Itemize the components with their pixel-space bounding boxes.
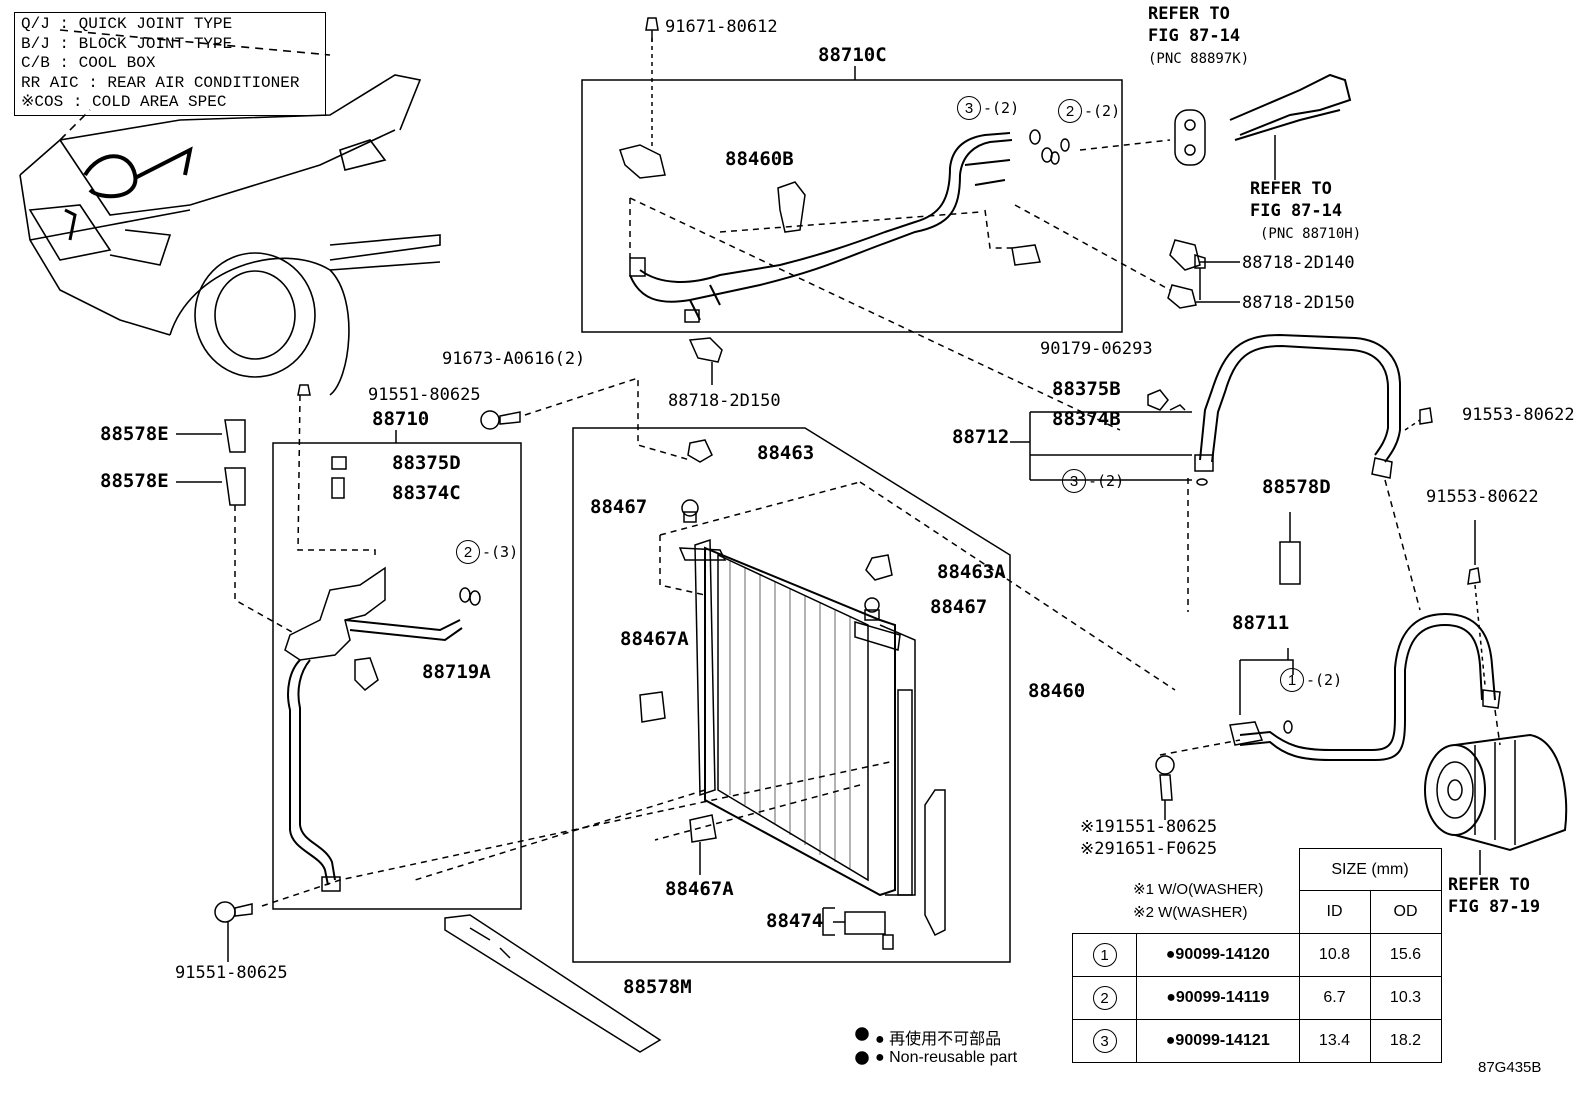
- row-od: 15.6: [1369, 933, 1442, 977]
- box-88710C: [581, 79, 1123, 333]
- part-label-88710[interactable]: 88710: [372, 408, 430, 430]
- row-key: 1: [1092, 943, 1117, 967]
- part-label-90179-06293[interactable]: 90179-06293: [1040, 339, 1153, 359]
- row-id: 13.4: [1298, 1019, 1371, 1063]
- part-label-88718-2D140[interactable]: 88718-2D140: [1242, 253, 1355, 273]
- part-label-88463A[interactable]: 88463A: [937, 561, 1006, 583]
- col-id-header: ID: [1298, 890, 1371, 934]
- table-row: 3 ●90099-14121 13.4 18.2: [1072, 1019, 1442, 1063]
- part-label-91551-80625[interactable]: 91551-80625: [368, 385, 481, 405]
- part-label-91673-A0616[interactable]: 91673-A0616(2): [442, 349, 586, 369]
- washer-note-2: ※2 W(WASHER): [1133, 904, 1248, 921]
- washer-size-table: SIZE (mm) ID OD 1 ●90099-14120 10.8 15.6…: [1072, 848, 1442, 1063]
- washer-qty: -(2): [1084, 102, 1121, 120]
- refer-label-1a: REFER TO: [1148, 4, 1230, 24]
- part-label-88718-2D150[interactable]: 88718-2D150: [668, 391, 781, 411]
- part-label-88719A[interactable]: 88719A: [422, 661, 491, 683]
- bolt-label-wo-washer[interactable]: ※191551-80625: [1080, 817, 1218, 837]
- table-row: 2 ●90099-14119 6.7 10.3: [1072, 976, 1442, 1020]
- washer-callout-1: 1: [1280, 668, 1304, 692]
- legend-bj: B/J : BLOCK JOINT TYPE: [21, 34, 233, 53]
- row-id: 10.8: [1298, 933, 1371, 977]
- col-od-header: OD: [1369, 890, 1442, 934]
- washer-callout-2: 2: [456, 540, 480, 564]
- part-label-88710C[interactable]: 88710C: [818, 44, 887, 66]
- part-label-88712[interactable]: 88712: [952, 426, 1010, 448]
- part-label-88467[interactable]: 88467: [930, 596, 988, 618]
- table-row: 1 ●90099-14120 10.8 15.6: [1072, 933, 1442, 977]
- row-id: 6.7: [1298, 976, 1371, 1020]
- washer-callout-2: 2: [1058, 99, 1082, 123]
- part-label-88718-2D150[interactable]: 88718-2D150: [1242, 293, 1355, 313]
- washer-qty: -(2): [1088, 472, 1125, 490]
- bolt-label-w-washer[interactable]: ※291651-F0625: [1080, 839, 1218, 859]
- part-label-88711[interactable]: 88711: [1232, 612, 1290, 634]
- part-label-88460[interactable]: 88460: [1028, 680, 1086, 702]
- part-label-88578M[interactable]: 88578M: [623, 976, 692, 998]
- washer-qty: -(2): [983, 99, 1020, 117]
- part-label-91553-80622[interactable]: 91553-80622: [1462, 405, 1575, 425]
- refer-label-3b[interactable]: FIG 87-19: [1448, 897, 1541, 917]
- refer-label-1c: (PNC 88897K): [1148, 51, 1250, 67]
- refer-label-2c: (PNC 88710H): [1260, 226, 1362, 242]
- part-label-88460B[interactable]: 88460B: [725, 148, 794, 170]
- legend-cos: ※COS : COLD AREA SPEC: [21, 93, 227, 111]
- part-label-88374B[interactable]: 88374B: [1052, 408, 1121, 430]
- legend-cb: C/B : COOL BOX: [21, 54, 156, 72]
- part-label-88578E[interactable]: 88578E: [100, 423, 169, 445]
- row-od: 10.3: [1369, 976, 1442, 1020]
- washer-callout-3: 3: [957, 96, 981, 120]
- figure-code: 87G435B: [1478, 1059, 1542, 1076]
- legend-rraic: RR AIC : REAR AIR CONDITIONER: [21, 73, 300, 92]
- part-label-88467A[interactable]: 88467A: [665, 878, 734, 900]
- part-label-91671-80612[interactable]: 91671-80612: [665, 17, 778, 37]
- washer-qty: -(2): [1306, 671, 1343, 689]
- washer-note-1: ※1 W/O(WASHER): [1133, 881, 1264, 898]
- washer-qty: -(3): [482, 543, 519, 561]
- part-label-88374C[interactable]: 88374C: [392, 482, 461, 504]
- refer-label-2a: REFER TO: [1250, 179, 1332, 199]
- row-part-number[interactable]: ●90099-14119: [1136, 976, 1300, 1020]
- note-non-reusable-en: ● Non-reusable part: [875, 1049, 1018, 1066]
- box-88460: [572, 427, 1011, 963]
- box-88710: [272, 442, 522, 910]
- refer-label-2b[interactable]: FIG 87-14: [1250, 201, 1343, 221]
- legend-qj: Q/J : QUICK JOINT TYPE: [21, 15, 233, 33]
- note-non-reusable-jp: ● 再使用不可部品: [875, 1031, 1002, 1048]
- refer-label-3a: REFER TO: [1448, 875, 1530, 895]
- part-label-88474[interactable]: 88474: [766, 910, 824, 932]
- part-label-88375B[interactable]: 88375B: [1052, 378, 1121, 400]
- part-label-88578D[interactable]: 88578D: [1262, 476, 1331, 498]
- part-label-91551-80625[interactable]: 91551-80625: [175, 963, 288, 983]
- size-header: SIZE (mm): [1298, 848, 1442, 891]
- part-label-91553-80622[interactable]: 91553-80622: [1426, 487, 1539, 507]
- part-label-88467[interactable]: 88467: [590, 496, 648, 518]
- refer-label-1b[interactable]: FIG 87-14: [1148, 26, 1241, 46]
- part-label-88463[interactable]: 88463: [757, 442, 815, 464]
- row-od: 18.2: [1369, 1019, 1442, 1063]
- row-part-number[interactable]: ●90099-14120: [1136, 933, 1300, 977]
- row-key: 3: [1092, 1029, 1117, 1053]
- part-label-88578E[interactable]: 88578E: [100, 470, 169, 492]
- row-key: 2: [1092, 986, 1117, 1010]
- abbreviation-legend: Q/J : QUICK JOINT TYPE B/J : BLOCK JOINT…: [14, 12, 326, 116]
- washer-callout-3: 3: [1062, 469, 1086, 493]
- part-label-88467A[interactable]: 88467A: [620, 628, 689, 650]
- part-label-88375D[interactable]: 88375D: [392, 452, 461, 474]
- row-part-number[interactable]: ●90099-14121: [1136, 1019, 1300, 1063]
- vehicle-sketch: [19, 29, 441, 396]
